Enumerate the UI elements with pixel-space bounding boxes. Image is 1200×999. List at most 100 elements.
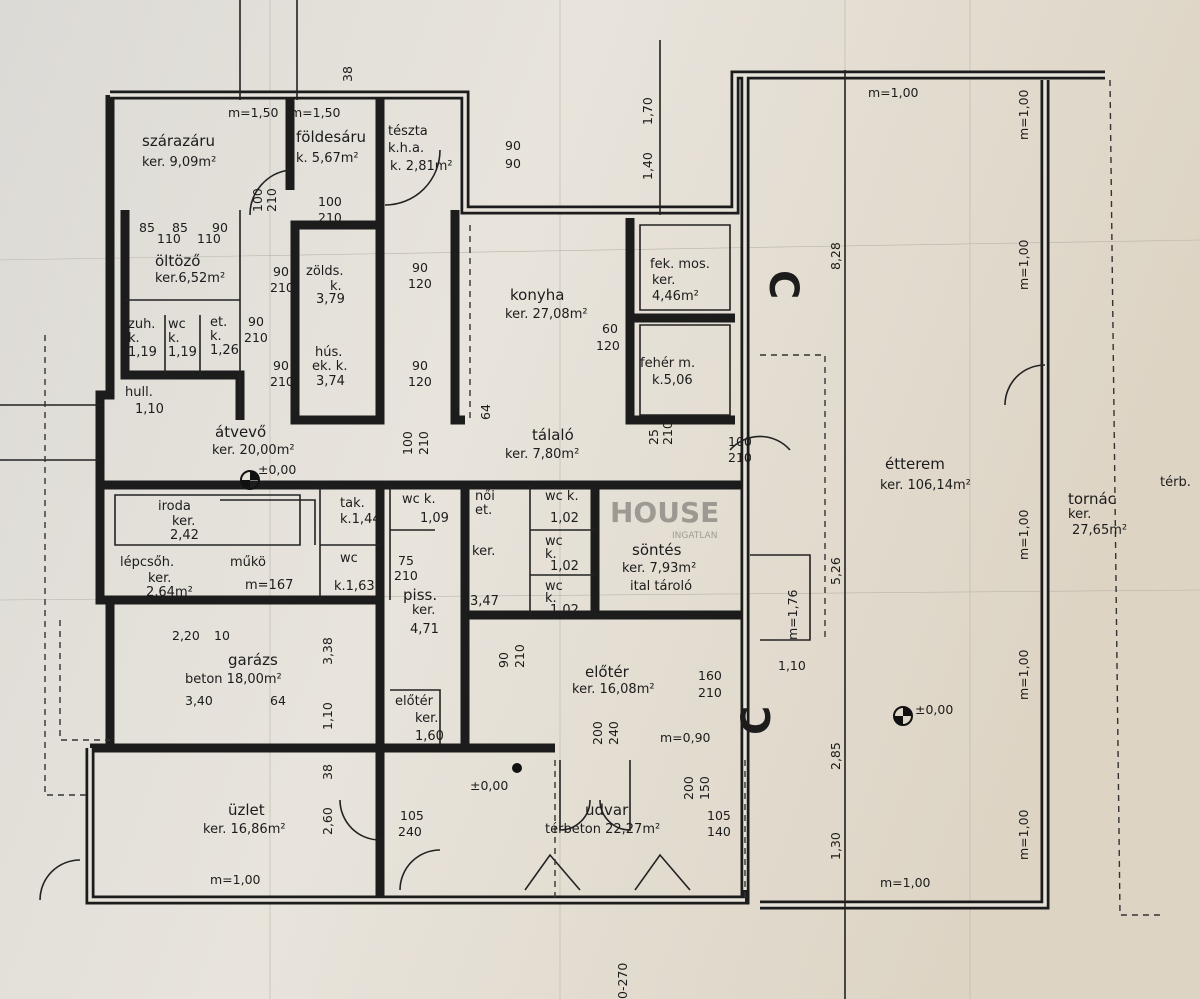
plan-label: 1,19 [128,345,157,360]
plan-label: HOUSE [610,496,719,529]
plan-label: m=1,00 [210,872,261,887]
plan-label: 90 [248,314,264,329]
plan-label: 200 [681,776,696,800]
plan-label: ital tároló [630,579,692,594]
plan-label: 90 [273,358,289,373]
plan-label: 100 [728,434,752,449]
plan-label: 38 [320,764,335,780]
plan-label: 140 [707,824,731,839]
plan-label: ker. [172,514,195,529]
room-hus: hús.ek. k.3,74 [312,345,347,389]
plan-label: beton 18,00m² [185,672,282,687]
plan-label: 2,60 [320,807,335,835]
room-terb: térb. [1160,475,1191,490]
plan-label: hull. [125,385,153,400]
plan-label: 0-270 [615,963,630,999]
plan-label: 210 [270,374,294,389]
plan-label: m=0,90 [660,730,711,745]
plan-label: wc k. [545,489,579,504]
plan-label: söntés [632,541,682,559]
plan-label: ker. [1068,507,1091,522]
plan-label: ek. k. [312,359,347,374]
plan-label: 105 [400,808,424,823]
plan-label: m=1,00 [1016,239,1031,290]
plan-label: zuh. [128,317,155,332]
plan-label: 25 [646,429,661,445]
plan-label: et. [210,315,227,330]
plan-label: iroda [158,499,191,514]
plan-label: 105 [707,808,731,823]
plan-label: 2,42 [170,528,199,543]
plan-label: ker. 9,09m² [142,155,216,170]
plan-label: 1,10 [320,702,335,730]
plan-label: ker. 16,08m² [572,682,655,697]
room-wc-2: wck.1,63 [334,551,375,594]
room-wck-1: wc k.1,09 [402,492,449,526]
plan-label: 5,26 [828,557,843,585]
plan-label: 210 [416,431,431,455]
plan-label: előtér [395,694,434,709]
plan-label: tak. [340,496,365,511]
plan-label: 210 [270,280,294,295]
plan-label: ±0,00 [258,462,296,477]
plan-label: m=167 [245,578,293,593]
plan-label: ker. [412,603,435,618]
plan-label: 4,71 [410,622,439,637]
room-zuh: zuh.k.1,19 [128,317,157,360]
room-wc-3: wck.1,02 [545,534,579,574]
plan-label: ker. [415,711,438,726]
watermark-logo: HOUSE INGATLAN [610,496,719,541]
room-eloter-small: előtér ker. 1,60 [395,694,444,744]
plan-label: 160 [698,668,722,683]
plan-label: fehér m. [640,356,695,371]
plan-label: et. [475,503,492,518]
plan-label: k. [168,331,180,346]
plan-label: k.1,63 [334,579,375,594]
plan-label: 90 [412,358,428,373]
plan-label: wc [168,317,186,332]
plan-label: 3,79 [316,292,345,307]
plan-label: ker. 20,00m² [212,443,295,458]
plan-label: 1,02 [550,511,579,526]
plan-label: 210 [318,210,342,225]
plan-label: üzlet [228,801,265,819]
room-wc-4: wck.1,02 [545,579,579,618]
plan-label: k.1,44 [340,512,381,527]
plan-label: wc [545,579,563,594]
plan-label: 64 [478,404,493,420]
plan-label: ±0,00 [470,778,508,793]
plan-label: 210 [244,330,268,345]
plan-label: k. 2,81m² [390,159,453,174]
plan-label: 1,60 [415,729,444,744]
plan-label: 240 [398,824,422,839]
plan-label: 90 [496,652,511,668]
plan-label: 100 [250,188,265,212]
plan-label: wc [545,534,563,549]
plan-label: 210 [264,188,279,212]
plan-label: 2,20 [172,628,200,643]
plan-label: ker.6,52m² [155,271,225,286]
plan-label: 64 [270,693,286,708]
plan-label: tálaló [532,426,574,444]
room-wck-2: wc k. 1,02 [545,489,579,526]
plan-label: 90 [273,264,289,279]
plan-label: előtér [585,663,630,681]
dimension-labels: m=1,50 m=1,50 m=1,00 m=1,00 m=1,00 m=1,0… [139,66,1031,999]
plan-label: 8,28 [828,242,843,270]
plan-label: k. [128,331,140,346]
plan-label: 90 [412,260,428,275]
